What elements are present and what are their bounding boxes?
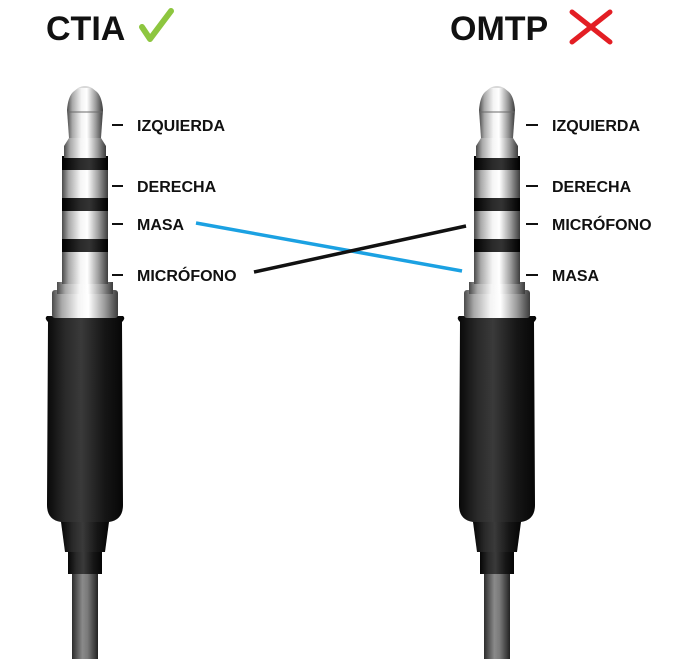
ctia-label-ring2: MASA bbox=[137, 217, 185, 234]
omtp-title: OMTP bbox=[450, 10, 548, 48]
omtp-leader-ticks bbox=[526, 124, 538, 276]
omtp-label-tip: IZQUIERDA bbox=[552, 118, 640, 135]
ctia-label-sleeve: MICRÓFONO bbox=[137, 266, 237, 285]
cross-icon bbox=[569, 9, 613, 45]
ctia-label-tip: IZQUIERDA bbox=[137, 118, 225, 135]
ctia-title: CTIA bbox=[46, 10, 125, 48]
ctia-jack-illustration bbox=[45, 85, 125, 664]
check-icon bbox=[139, 8, 174, 42]
omtp-label-ring1: DERECHA bbox=[552, 179, 632, 196]
ctia-label-ring1: DERECHA bbox=[137, 179, 217, 196]
ground-connector-line bbox=[195, 221, 463, 273]
omtp-jack-illustration bbox=[457, 85, 537, 664]
omtp-label-sleeve: MASA bbox=[552, 268, 600, 285]
mic-connector-line bbox=[253, 224, 467, 274]
omtp-label-ring2: MICRÓFONO bbox=[552, 215, 652, 234]
ctia-leader-ticks bbox=[112, 124, 123, 276]
